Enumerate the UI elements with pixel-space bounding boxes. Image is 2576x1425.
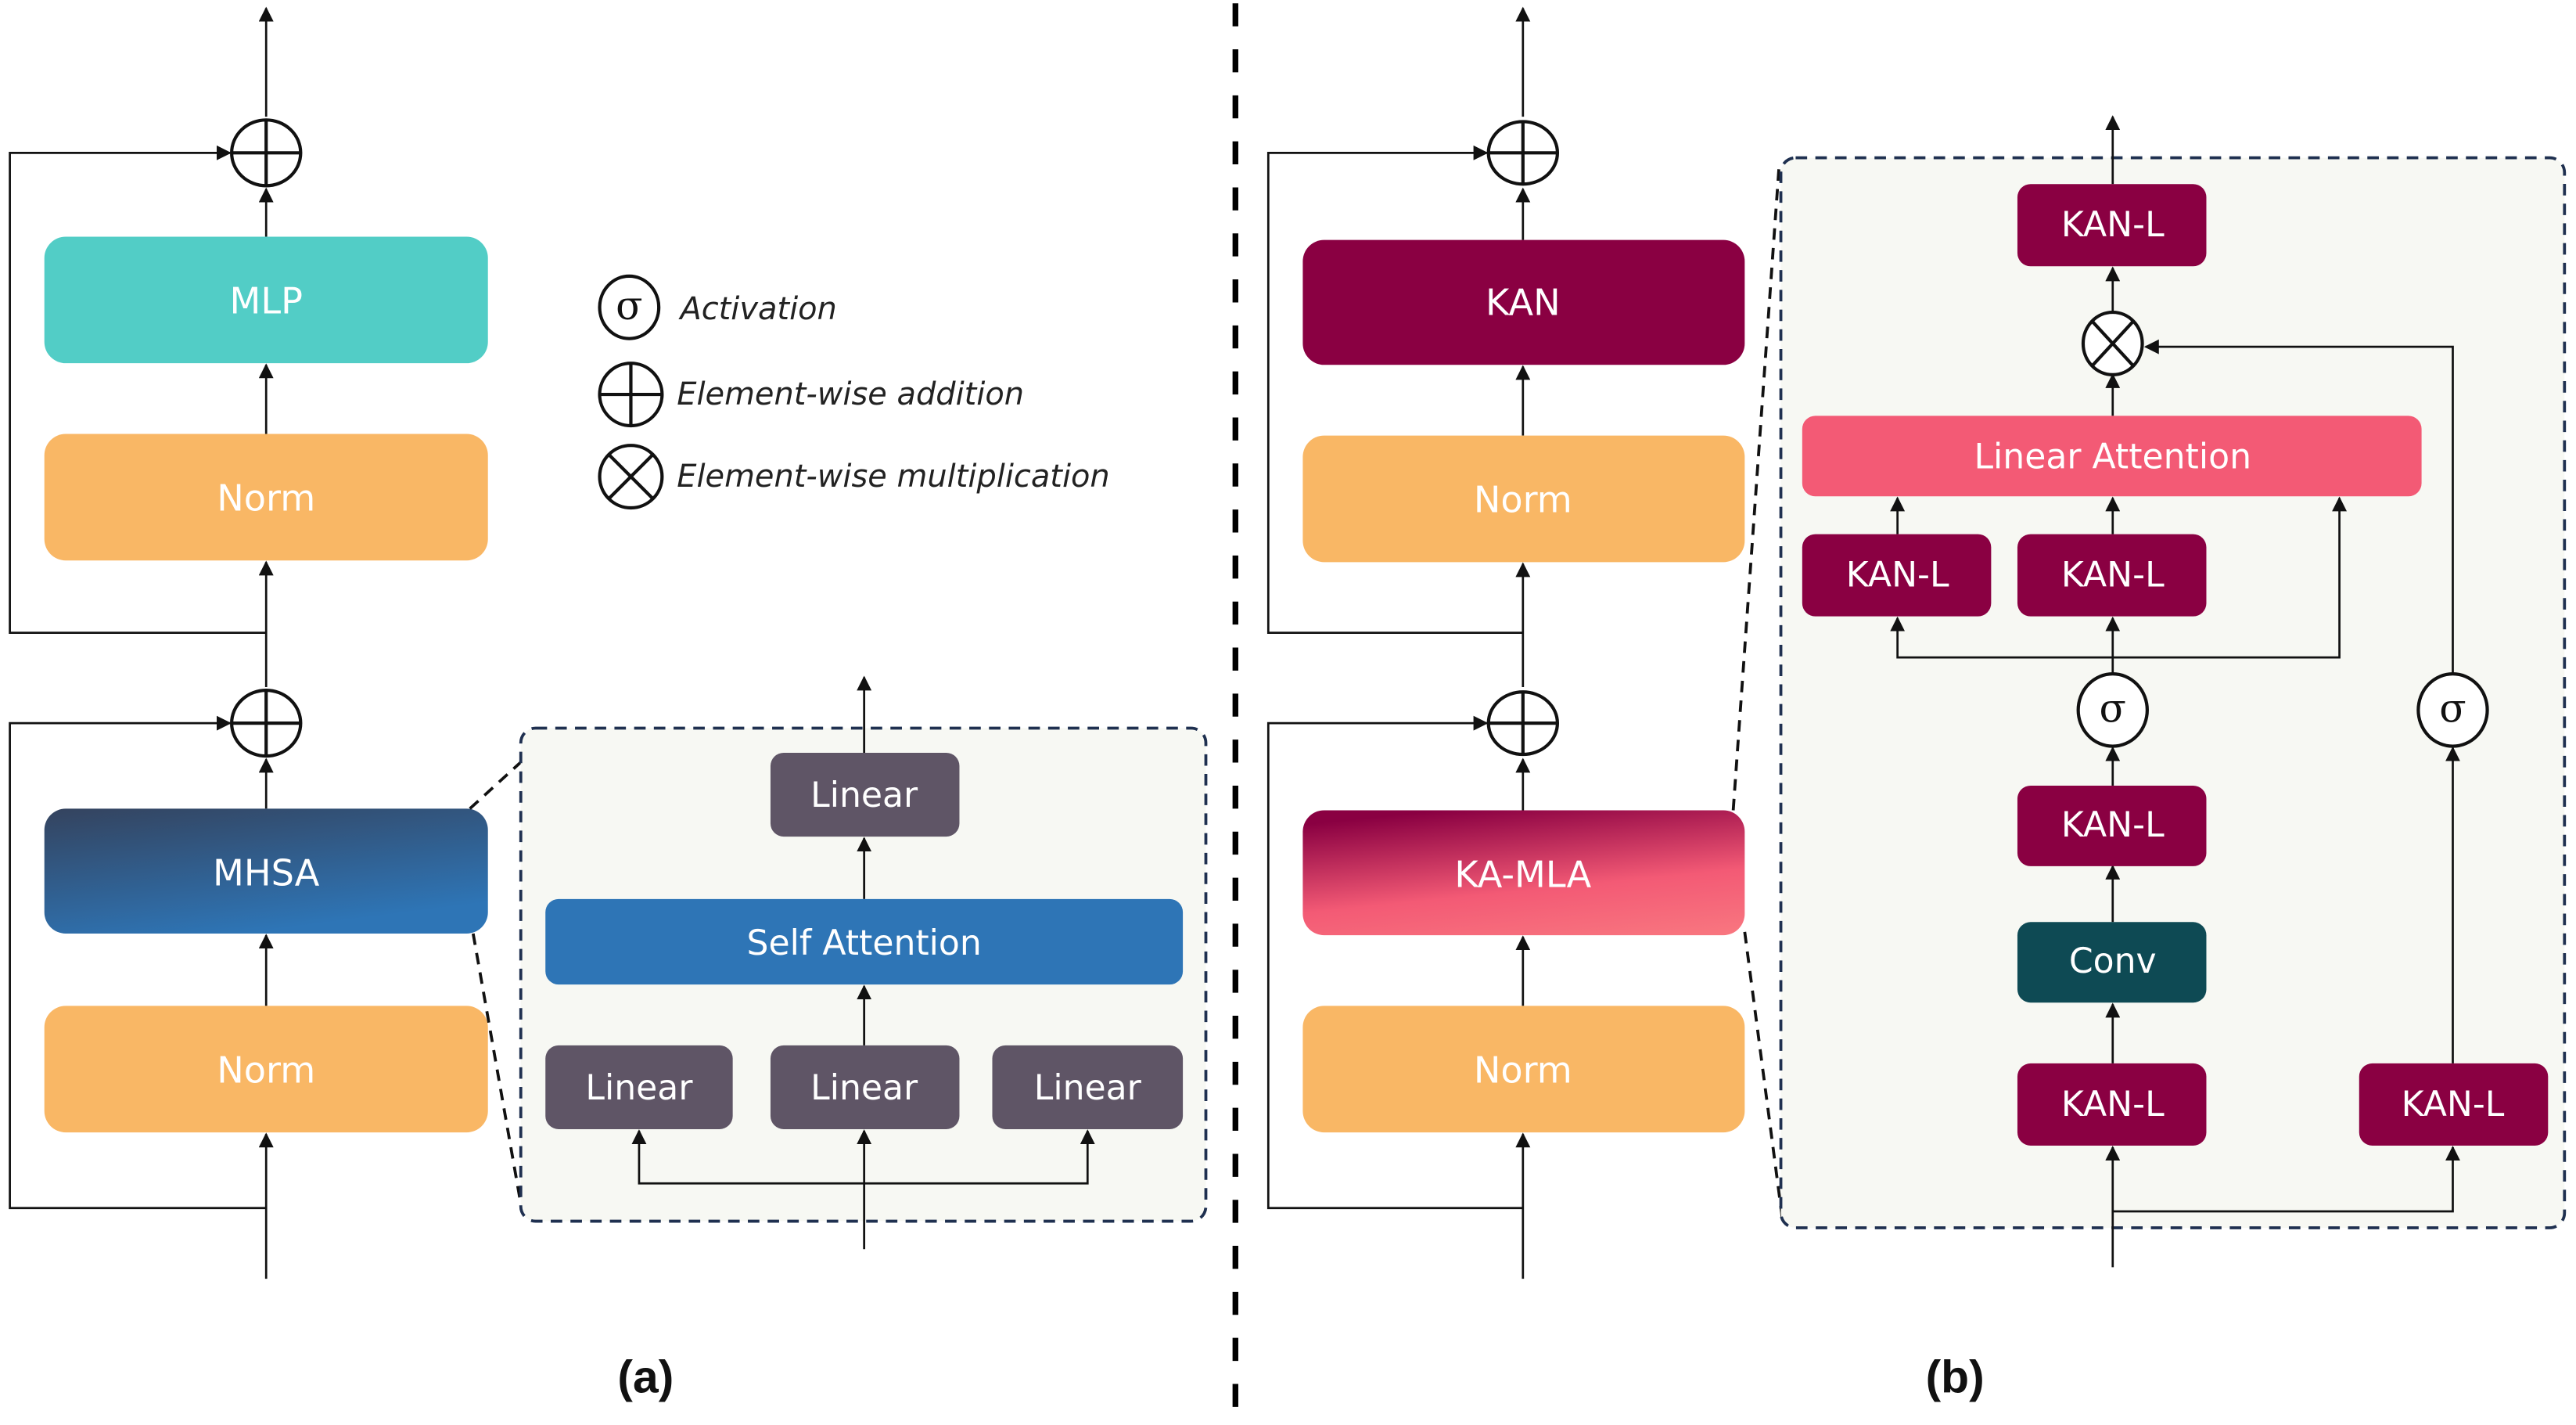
skip-connection-lower-a bbox=[9, 715, 267, 1210]
wire-detail-branch-left bbox=[631, 1129, 864, 1185]
zoom-connector bbox=[471, 933, 524, 1214]
norm-block-bottom-a[interactable]: Norm bbox=[44, 1006, 488, 1133]
kan-l-label: KAN-L bbox=[2061, 805, 2165, 845]
kan-l-label: KAN-L bbox=[2061, 1085, 2165, 1125]
kan-l-label: KAN-L bbox=[1846, 556, 1949, 596]
panel-b: KAN Norm KA-MLA Norm bbox=[1266, 6, 2567, 1403]
kan-label: KAN bbox=[1486, 281, 1561, 323]
norm-block-top-a[interactable]: Norm bbox=[44, 434, 488, 561]
circle-times-icon bbox=[2081, 310, 2144, 376]
svg-text:σ: σ bbox=[616, 282, 642, 329]
linear-label: Linear bbox=[810, 775, 918, 815]
self-attention-label: Self Attention bbox=[746, 923, 981, 963]
self-attention-block[interactable]: Self Attention bbox=[545, 898, 1184, 985]
legend-label: Activation bbox=[677, 291, 836, 327]
circle-plus-icon bbox=[1486, 120, 1560, 186]
linear-label: Linear bbox=[810, 1068, 918, 1108]
skip-connection-upper-a bbox=[9, 145, 267, 634]
kan-l-label: KAN-L bbox=[2402, 1085, 2505, 1125]
mhsa-label: MHSA bbox=[213, 851, 320, 894]
panel-a: MLP Norm MHSA Norm Linear bbox=[9, 6, 1208, 1403]
kan-l-gate-block[interactable]: KAN-L bbox=[2359, 1063, 2549, 1146]
circle-plus-icon bbox=[598, 362, 664, 428]
linear-label: Linear bbox=[585, 1068, 693, 1108]
ka-mla-detail-panel: σ σ KAN-L Linear Attention KAN-L KAN- bbox=[1779, 115, 2567, 1268]
caption-a: (a) bbox=[617, 1352, 674, 1403]
norm-label: Norm bbox=[217, 477, 315, 519]
norm-block-top-b[interactable]: Norm bbox=[1302, 435, 1745, 563]
norm-label: Norm bbox=[1474, 479, 1572, 521]
sigma-activation-icon: σ bbox=[2076, 672, 2149, 748]
zoom-connector bbox=[1731, 164, 1781, 811]
linear-attention-block[interactable]: Linear Attention bbox=[1802, 416, 2422, 497]
caption-b: (b) bbox=[1926, 1352, 1985, 1403]
skip-connection-upper-b bbox=[1266, 145, 1523, 634]
mlp-label: MLP bbox=[230, 279, 303, 322]
wire-gate-branch bbox=[2112, 1146, 2460, 1213]
legend-label: Element-wise multiplication bbox=[677, 459, 1109, 495]
circle-plus-icon bbox=[230, 689, 303, 758]
wire-branch-q bbox=[1890, 616, 2113, 659]
mhsa-block[interactable]: MHSA bbox=[44, 808, 488, 934]
ka-mla-block[interactable]: KA-MLA bbox=[1302, 810, 1745, 936]
kan-l-out-block[interactable]: KAN-L bbox=[2017, 184, 2207, 267]
mlp-block[interactable]: MLP bbox=[44, 236, 488, 364]
kan-block[interactable]: KAN bbox=[1302, 239, 1745, 365]
linear-out-block[interactable]: Linear bbox=[770, 752, 960, 837]
circle-plus-icon bbox=[1486, 690, 1560, 757]
linear-k-block[interactable]: Linear bbox=[770, 1045, 960, 1129]
ka-mla-label: KA-MLA bbox=[1454, 853, 1591, 895]
zoom-connector bbox=[469, 756, 527, 810]
wire-branch-v bbox=[2112, 496, 2348, 659]
linear-v-block[interactable]: Linear bbox=[992, 1045, 1184, 1129]
legend: σ Activation Element-wise addition El bbox=[598, 274, 1110, 510]
legend-item-multiplication: Element-wise multiplication bbox=[598, 444, 1110, 510]
legend-item-activation: σ Activation bbox=[598, 274, 837, 340]
skip-connection-lower-b bbox=[1266, 715, 1523, 1210]
sigma-activation-icon: σ bbox=[598, 274, 661, 340]
linear-attention-label: Linear Attention bbox=[1974, 437, 2251, 477]
legend-item-addition: Element-wise addition bbox=[598, 362, 1024, 428]
sigma-activation-icon: σ bbox=[2416, 672, 2489, 748]
linear-q-block[interactable]: Linear bbox=[545, 1045, 733, 1129]
kan-l-mid-block[interactable]: KAN-L bbox=[2017, 785, 2207, 866]
wire-gate-mult bbox=[2143, 339, 2454, 675]
svg-text:σ: σ bbox=[2100, 686, 2126, 732]
mhsa-detail-panel: Linear Self Attention Linear Linear Line… bbox=[519, 675, 1208, 1250]
zoom-connector bbox=[1743, 931, 1784, 1220]
wire-detail-branch-right bbox=[864, 1129, 1095, 1185]
kan-l-label: KAN-L bbox=[2061, 205, 2165, 245]
kan-l-k-block[interactable]: KAN-L bbox=[2017, 534, 2207, 617]
norm-block-bottom-b[interactable]: Norm bbox=[1302, 1006, 1745, 1133]
circle-plus-icon bbox=[230, 118, 303, 188]
kan-l-label: KAN-L bbox=[2061, 556, 2165, 596]
conv-block[interactable]: Conv bbox=[2017, 922, 2207, 1003]
svg-text:σ: σ bbox=[2439, 686, 2466, 732]
kan-l-q-block[interactable]: KAN-L bbox=[1802, 534, 1992, 617]
norm-label: Norm bbox=[1474, 1049, 1572, 1091]
linear-label: Linear bbox=[1034, 1068, 1142, 1108]
legend-label: Element-wise addition bbox=[677, 376, 1024, 412]
conv-label: Conv bbox=[2069, 941, 2157, 981]
kan-l-in-block[interactable]: KAN-L bbox=[2017, 1063, 2207, 1146]
norm-label: Norm bbox=[217, 1049, 315, 1091]
circle-times-icon bbox=[598, 444, 664, 510]
